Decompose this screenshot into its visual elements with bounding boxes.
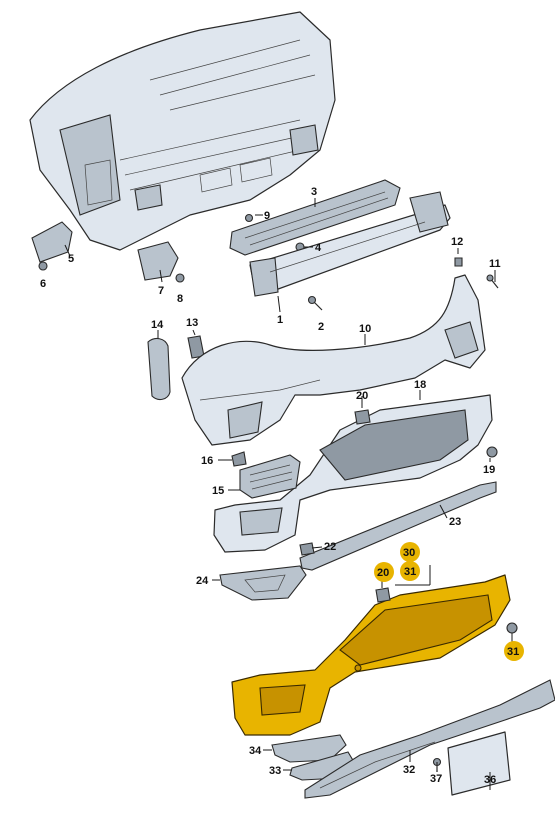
rear-body-panel bbox=[29, 11, 336, 251]
part-13-holder bbox=[187, 335, 205, 359]
part-11-screw bbox=[486, 274, 499, 289]
part-18-lower-cover bbox=[213, 394, 493, 553]
label-37: 37 bbox=[430, 773, 442, 785]
part-5-bracket bbox=[31, 221, 73, 263]
part-12-clip bbox=[454, 257, 463, 267]
part-22-clip bbox=[299, 542, 315, 556]
part-2-bolt bbox=[307, 295, 323, 311]
label-3: 3 bbox=[311, 186, 317, 198]
label-7: 7 bbox=[158, 285, 164, 297]
highlight-30 bbox=[400, 542, 420, 562]
part-6-nut bbox=[38, 261, 48, 271]
label-16: 16 bbox=[201, 455, 213, 467]
label-2: 2 bbox=[318, 321, 324, 333]
part-20-clip-upper bbox=[354, 409, 371, 425]
part-7-guide bbox=[137, 241, 179, 283]
label-22: 22 bbox=[324, 541, 336, 553]
label-10: 10 bbox=[359, 323, 371, 335]
label-24: 24 bbox=[196, 575, 209, 587]
part-3-absorber bbox=[229, 179, 401, 256]
label-5: 5 bbox=[68, 253, 74, 265]
label-4: 4 bbox=[315, 242, 322, 254]
label-31-lower: 31 bbox=[507, 646, 519, 658]
part-36-plate bbox=[447, 731, 511, 796]
highlight-31-upper bbox=[400, 561, 420, 581]
part-10-bumper-cover bbox=[181, 274, 486, 446]
label-13: 13 bbox=[186, 317, 198, 329]
label-20-upper: 20 bbox=[356, 390, 368, 402]
label-15: 15 bbox=[212, 485, 224, 497]
part-9-screw bbox=[244, 213, 254, 223]
highlight-20 bbox=[374, 562, 394, 582]
part-31-cap bbox=[506, 622, 518, 634]
part-23-trim bbox=[299, 481, 497, 571]
part-19-cap bbox=[486, 446, 498, 458]
part-37-screw bbox=[432, 757, 442, 772]
label-20-lower: 20 bbox=[377, 567, 389, 579]
part-1-reinforcement bbox=[249, 191, 451, 313]
part-32-diffuser bbox=[304, 679, 555, 799]
highlight-31-lower bbox=[504, 641, 524, 661]
label-9: 9 bbox=[264, 210, 270, 222]
label-33: 33 bbox=[269, 765, 281, 777]
part-24-trim-insert bbox=[219, 565, 307, 601]
label-19: 19 bbox=[483, 464, 495, 476]
label-30: 30 bbox=[403, 547, 415, 559]
label-6: 6 bbox=[40, 278, 46, 290]
label-31-upper: 31 bbox=[404, 566, 416, 578]
highlight-markers bbox=[374, 542, 524, 661]
label-12: 12 bbox=[451, 236, 463, 248]
leader-lines bbox=[157, 214, 513, 790]
label-18: 18 bbox=[414, 379, 426, 391]
label-23: 23 bbox=[449, 516, 461, 528]
part-labels: 3 9 4 5 6 7 8 12 11 1 2 14 13 10 20 18 1… bbox=[40, 186, 519, 786]
label-1: 1 bbox=[277, 314, 283, 326]
part-8-clip bbox=[175, 273, 185, 283]
part-16-holder bbox=[231, 451, 247, 467]
part-20-clip-lower bbox=[375, 587, 391, 603]
label-32: 32 bbox=[403, 764, 415, 776]
label-8: 8 bbox=[177, 293, 183, 305]
label-36: 36 bbox=[484, 774, 496, 786]
label-11: 11 bbox=[489, 258, 501, 270]
part-14-reflector bbox=[147, 337, 171, 401]
part-30-yellow-cover bbox=[231, 574, 511, 736]
label-14: 14 bbox=[151, 319, 164, 331]
label-34: 34 bbox=[249, 745, 262, 757]
